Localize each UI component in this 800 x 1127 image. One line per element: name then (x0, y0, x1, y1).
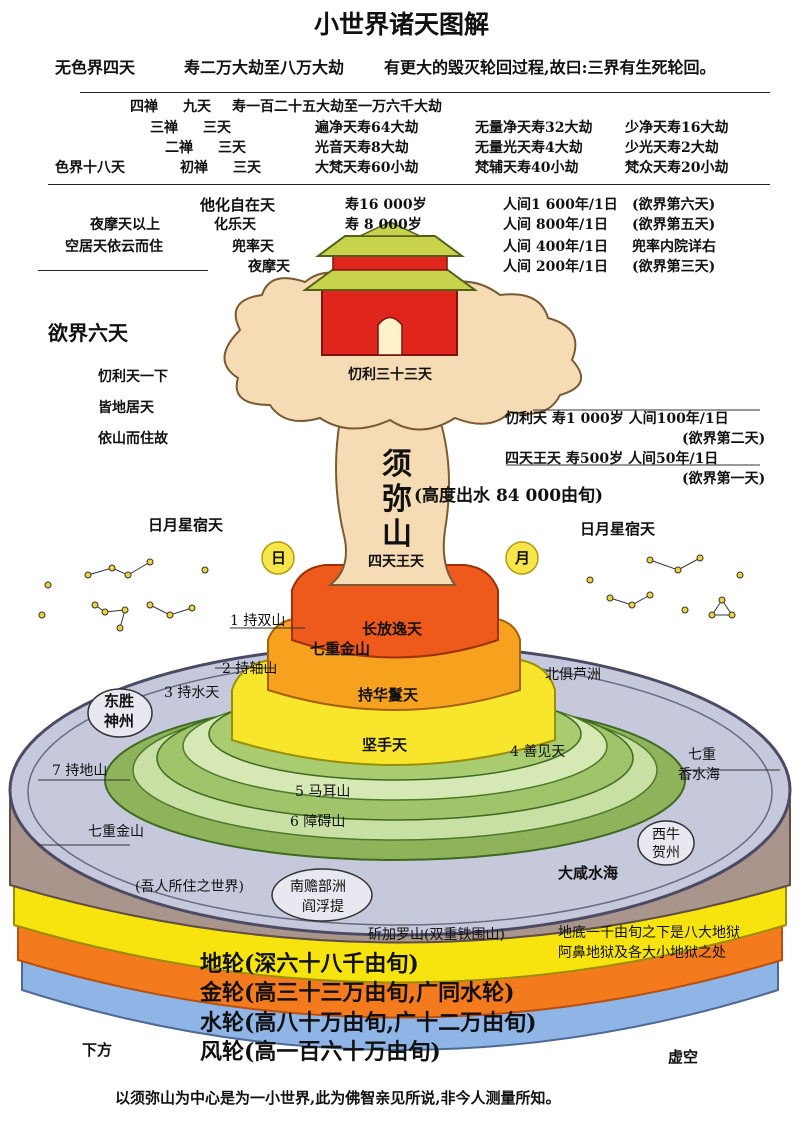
desire-row-life: 寿 8 000岁 (345, 218, 422, 232)
desire-row-note: (欲界第六天) (632, 198, 715, 212)
sun-label: 日 (271, 551, 286, 566)
trayastrimsa-line: 忉利天 寿1 000岁 人间100年/1日 (505, 412, 729, 426)
great-sea-label: 大咸水海 (558, 866, 618, 881)
four-kings-label: 四天王天 (368, 555, 424, 569)
gold-wheel-label: 金轮(高三十三万由旬,广同水轮) (200, 982, 514, 1004)
sumeru-char: 弥 (382, 485, 412, 515)
void-label: 虚空 (668, 1050, 698, 1065)
form-row-c1: 遍净天寿64大劫 (315, 121, 418, 135)
sky-label-right: 日月星宿天 (580, 522, 655, 537)
cloud-label: 忉利三十三天 (348, 368, 432, 382)
golden-mountains-label: 七重金山 (88, 825, 144, 839)
hell-note: 阿鼻地狱及各大小地狱之处 (558, 946, 726, 960)
desire-note-upper: 夜摩天以上 (90, 218, 160, 232)
desire-note-cloud: 空居天依云而住 (65, 240, 163, 254)
sky-label-left: 日月星宿天 (148, 518, 223, 533)
form-row-heavens: 九天 (183, 100, 211, 114)
below-label: 下方 (82, 1043, 112, 1058)
fragrant-sea-label: 七重 (688, 748, 716, 762)
east-continent-label: 东胜 (104, 694, 134, 709)
desire-row-name: 兜率天 (232, 240, 274, 254)
form-realm-name: 色界十八天 (55, 161, 125, 175)
west-continent-label: 西牛 (652, 828, 680, 842)
mountain-label: 2 持轴山 (222, 662, 277, 676)
desire-row-name: 夜摩天 (248, 260, 290, 274)
divider-form (48, 184, 770, 185)
earth-wheel-label: 地轮(深六十八千由旬) (200, 953, 419, 975)
form-row-c1: 光音天寿8大劫 (315, 141, 409, 155)
mountain-label: 1 持双山 (230, 614, 285, 628)
footer-note: 以须弥山为中心是为一小世界,此为佛智亲见所说,非今人测量所知。 (115, 1091, 560, 1106)
desire-six-note: 依山而住故 (98, 432, 168, 446)
north-continent-label: 北俱芦洲 (545, 668, 601, 682)
palace-icon (305, 222, 475, 355)
page-title: 小世界诸天图解 (314, 12, 489, 37)
form-row-c2: 无量光天寿4大劫 (475, 141, 583, 155)
trayastrimsa-line: (欲界第二天) (682, 432, 765, 446)
desire-row-note: (欲界第五天) (632, 218, 715, 232)
desire-six-note: 皆地居天 (98, 401, 154, 415)
four-kings-line: 四天王天 寿500岁 人间50年/1日 (505, 452, 718, 466)
desire-six-note: 忉利天一下 (98, 370, 168, 384)
desire-row-life: 寿16 000岁 (345, 198, 427, 212)
formless-realm-note: 有更大的毁灭轮回过程,故曰:三界有生死轮回。 (384, 60, 715, 76)
formless-realm-life: 寿二万大劫至八万大劫 (184, 60, 344, 76)
desire-row-ratio: 人间 800年/1日 (503, 218, 608, 232)
form-row-heavens: 三天 (233, 161, 261, 175)
desire-row-note: (欲界第三天) (632, 260, 715, 274)
form-row-label: 初禅 (180, 161, 208, 175)
form-row-c2: 无量净天寿32大劫 (475, 121, 592, 135)
mountain-label: 6 障碍山 (290, 815, 345, 829)
form-row-c3: 少净天寿16大劫 (625, 121, 728, 135)
sumeru-tiers (232, 565, 555, 765)
divider-desire (38, 270, 208, 271)
fragrant-sea-label: 香水海 (678, 768, 720, 782)
desire-row-note: 兜率内院详右 (632, 240, 716, 254)
wind-wheel-label: 风轮(高一百六十万由旬) (200, 1041, 441, 1063)
mountain-label: 7 持地山 (52, 764, 107, 778)
form-row-label: 二禅 (165, 141, 193, 155)
form-row-label: 四禅 (130, 100, 158, 114)
four-kings-line: (欲界第一天) (682, 472, 765, 486)
sumeru-char: 须 (382, 450, 412, 480)
form-row-heavens: 三天 (203, 121, 231, 135)
tier-label: 坚手天 (362, 738, 407, 753)
water-wheel-label: 水轮(高八十万由旬,广十二万由旬) (200, 1012, 536, 1034)
form-row-label: 三禅 (150, 121, 178, 135)
form-row-c1: 寿一百二十五大劫至一万六千大劫 (232, 100, 442, 114)
desire-row-ratio: 人间1 600年/1日 (503, 198, 618, 212)
iron-mountain-label: 斫加罗山(双重铁围山) (368, 928, 505, 942)
mountain-label: 3 持水天 (164, 686, 219, 700)
mountain-label: 4 善见天 (510, 745, 565, 759)
mountain-label: 5 马耳山 (295, 785, 350, 799)
hell-note: 地底一千由旬之下是八大地狱 (558, 926, 740, 940)
form-row-c3: 少光天寿2大劫 (625, 141, 719, 155)
tier-label: 持华鬘天 (358, 688, 418, 703)
west-continent-label: 贺州 (652, 846, 680, 860)
south-continent-label: 南赡部洲 (290, 880, 346, 894)
desire-six-heading: 欲界六天 (48, 323, 128, 343)
moon-label: 月 (515, 551, 530, 566)
form-row-c3: 梵众天寿20小劫 (625, 161, 728, 175)
formless-realm-name: 无色界四天 (55, 60, 135, 76)
desire-row-ratio: 人间 400年/1日 (503, 240, 608, 254)
desire-row-name: 化乐天 (214, 218, 256, 232)
tier-label: 长放逸天 (362, 622, 422, 637)
east-continent-label: 神州 (104, 714, 134, 729)
form-row-c1: 大梵天寿60小劫 (315, 161, 418, 175)
desire-row-name: 他化自在天 (200, 198, 275, 213)
divider-top (80, 92, 770, 93)
tier-label: 七重金山 (310, 642, 370, 657)
south-continent-label: 阎浮提 (302, 900, 344, 914)
form-row-c2: 梵辅天寿40小劫 (475, 161, 578, 175)
sumeru-char: 山 (382, 520, 412, 550)
desire-row-ratio: 人间 200年/1日 (503, 260, 608, 274)
form-row-heavens: 三天 (218, 141, 246, 155)
south-continent-note: (吾人所住之世界) (135, 880, 244, 894)
sumeru-height: (高度出水 84 000由旬) (414, 488, 603, 505)
